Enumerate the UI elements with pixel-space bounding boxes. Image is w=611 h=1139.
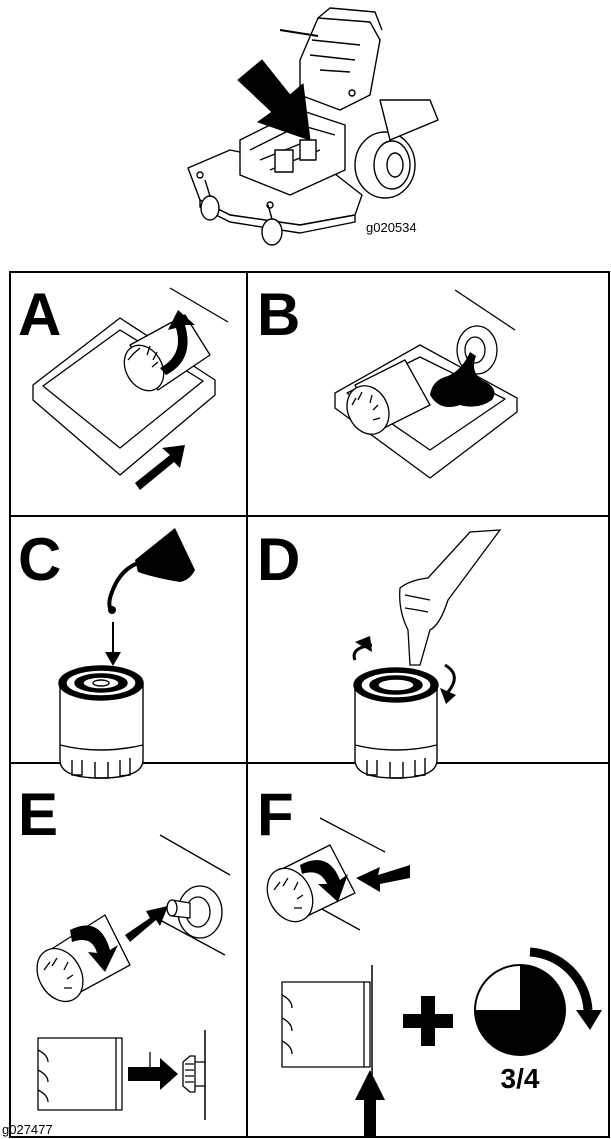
panel-a: A <box>18 281 228 490</box>
panel-d: D <box>257 526 500 778</box>
top-figure-code: g020534 <box>366 220 417 235</box>
panel-letter-f: F <box>257 781 294 848</box>
mower-illustration <box>188 8 438 245</box>
grid-figure-code: g027477 <box>2 1122 53 1137</box>
panel-letter-e: E <box>18 781 58 848</box>
panel-e: E <box>18 781 230 1120</box>
panel-letter-a: A <box>18 281 61 348</box>
panel-letter-d: D <box>257 526 300 593</box>
torque-fraction-label: 3/4 <box>501 1063 540 1094</box>
panel-letter-b: B <box>257 281 300 348</box>
locator-arrow <box>238 60 310 140</box>
panel-b: B <box>257 281 517 478</box>
panel-f: F 3/4 <box>257 781 602 1137</box>
panel-c: C <box>18 526 195 778</box>
panel-letter-c: C <box>18 526 61 593</box>
